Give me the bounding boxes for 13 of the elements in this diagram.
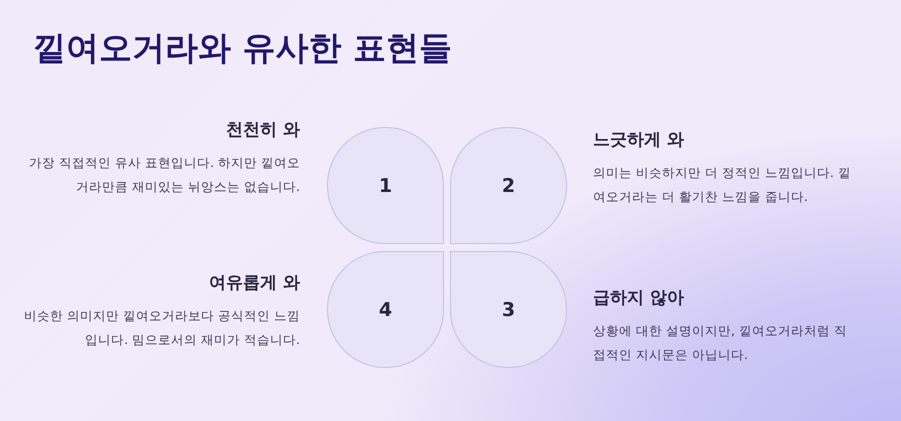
item-heading: 느긋하게 와 <box>593 129 685 151</box>
item-description: 상황에 대한 설명이지만, 낕여오거라처럼 직접적인 지시문은 아닙니다. <box>593 322 848 364</box>
item-heading: 천천히 와 <box>225 119 300 141</box>
step-number: 3 <box>502 298 516 320</box>
item-heading: 급하지 않아 <box>593 287 685 309</box>
step-number: 1 <box>378 174 392 196</box>
item-heading: 여유롭게 와 <box>208 272 300 294</box>
item-description: 의미는 비슷하지만 더 정적인 느낌입니다. 낕여오거라는 더 활기찬 느낌을 줍니다. <box>593 164 852 206</box>
step-number: 4 <box>378 298 392 320</box>
item-description: 비슷한 의미지만 낕여오거라보다 공식적인 느낌입니다. 밈으로서의 재미가 적습니다. <box>23 307 300 348</box>
step-number: 2 <box>502 174 516 196</box>
title: 낕여오거라와 유사한 표현들 <box>33 27 452 69</box>
item-description: 가장 직접적인 유사 표현입니다. 하지만 낕여오거라만큼 재미있는 뉘앙스는 없습니다. <box>28 154 300 196</box>
